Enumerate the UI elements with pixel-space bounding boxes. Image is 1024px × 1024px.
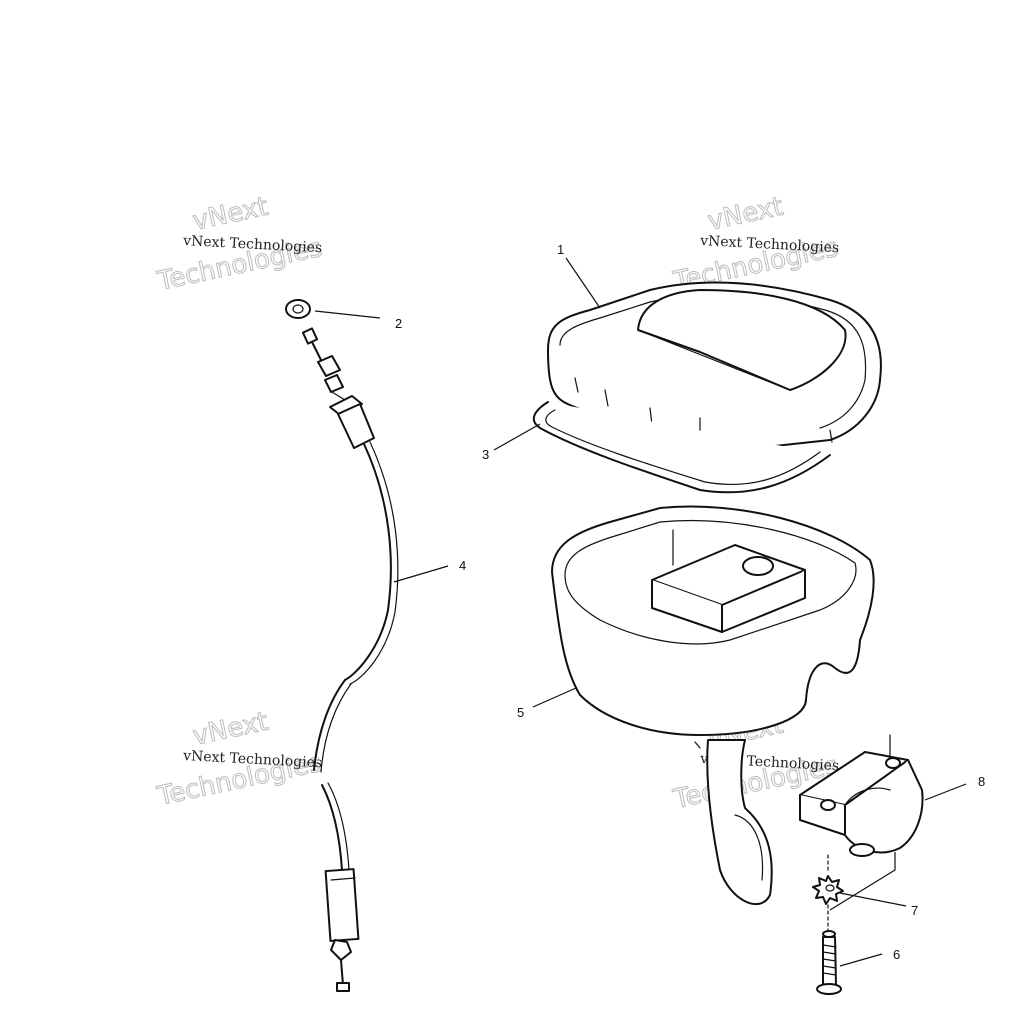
watermark-bottom-left: vNext Technologies vNext Technologies [154, 706, 326, 812]
leader-line-5 [532, 687, 577, 708]
watermark-top-left: vNext Technologies vNext Technologies [154, 191, 326, 297]
callout-8: 8 [978, 774, 985, 789]
watermark-small-text: vNext Technologies [699, 233, 840, 256]
watermark-big-line1: vNext [705, 192, 786, 237]
callout-3: 3 [482, 447, 489, 462]
throttle-cable-part [301, 327, 399, 992]
washer-part [285, 299, 311, 319]
leader-line-2 [314, 310, 381, 319]
gasket-part [532, 401, 831, 494]
callout-labels: 1 2 3 4 5 6 7 8 [395, 242, 985, 962]
callout-5: 5 [517, 705, 524, 720]
leader-line-8 [924, 783, 967, 801]
callout-4: 4 [459, 558, 466, 573]
screw-part [816, 904, 842, 995]
watermark-big-line1: vNext [190, 707, 271, 752]
throttle-cover-part [547, 281, 882, 453]
watermark-small-text: vNext Technologies [182, 233, 323, 256]
leader-line-6 [839, 953, 883, 967]
callout-1: 1 [557, 242, 564, 257]
leader-line-7b [829, 852, 896, 911]
throttle-housing-part [551, 505, 875, 906]
watermark-top-right: vNext Technologies vNext Technologies [670, 191, 842, 297]
leader-lines [314, 257, 967, 967]
callout-6: 6 [893, 947, 900, 962]
leader-line-4 [393, 565, 449, 583]
watermark-small-text: vNext Technologies [182, 748, 323, 771]
watermark-big-line1: vNext [190, 192, 271, 237]
star-washer-part [812, 854, 844, 905]
leader-line-3 [493, 423, 541, 451]
clamp-part [799, 734, 924, 857]
callout-7: 7 [911, 903, 918, 918]
leader-line-1 [565, 257, 601, 309]
callout-2: 2 [395, 316, 402, 331]
leader-line-7 [839, 892, 907, 907]
